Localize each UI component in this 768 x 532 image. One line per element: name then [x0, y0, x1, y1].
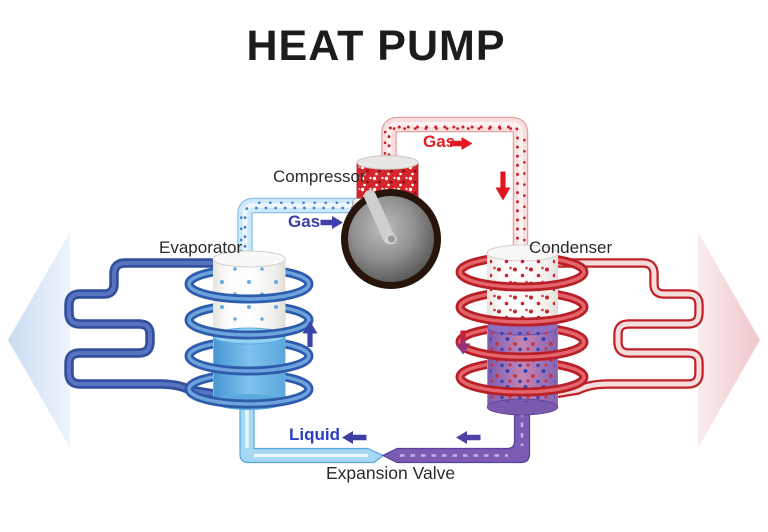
condenser-label: Condenser: [529, 238, 613, 257]
hot-pipe-down-arrow-icon: [495, 171, 511, 201]
evaporator-label: Evaporator: [159, 238, 243, 257]
cool-gas-pipe: [237, 197, 366, 260]
compressor-unit: [341, 155, 441, 289]
page-title: HEAT PUMP: [246, 22, 506, 70]
condenser-coil-front: [455, 271, 589, 397]
evaporator-unit: [184, 250, 314, 410]
evaporator-outdoor-coil: [64, 258, 237, 402]
condenser-unit: [455, 244, 589, 416]
cold-side-big-arrow-icon: [8, 232, 70, 448]
cool-gas-right-arrow-icon: [320, 216, 343, 229]
liquid-label: Liquid: [289, 425, 340, 444]
evaporator-rise-arrow-icon: [302, 321, 318, 347]
compressor-cylinder-top: [356, 155, 419, 170]
liquid-pipe: [239, 406, 385, 464]
condenser-phase-down-arrow-icon: [455, 330, 471, 355]
liquid-left-arrow-icon: [342, 431, 367, 444]
evaporator-coil-front: [184, 283, 314, 409]
compressor-hub: [386, 233, 397, 245]
expansion-inlet-left-arrow-icon: [456, 431, 481, 444]
hot-gas-right-arrow-icon: [450, 137, 473, 150]
cool-gas-label: Gas: [288, 212, 321, 231]
hot-gas-pipe: [381, 116, 529, 252]
compressor-piston-rod: [364, 190, 395, 244]
expansion-valve-label: Expansion Valve: [326, 463, 456, 483]
condenser-indoor-coil: [531, 258, 704, 402]
compressor-label: Compressor: [273, 167, 366, 186]
hot-side-big-arrow-icon: [698, 232, 760, 448]
hot-gas-label: Gas: [423, 132, 456, 151]
